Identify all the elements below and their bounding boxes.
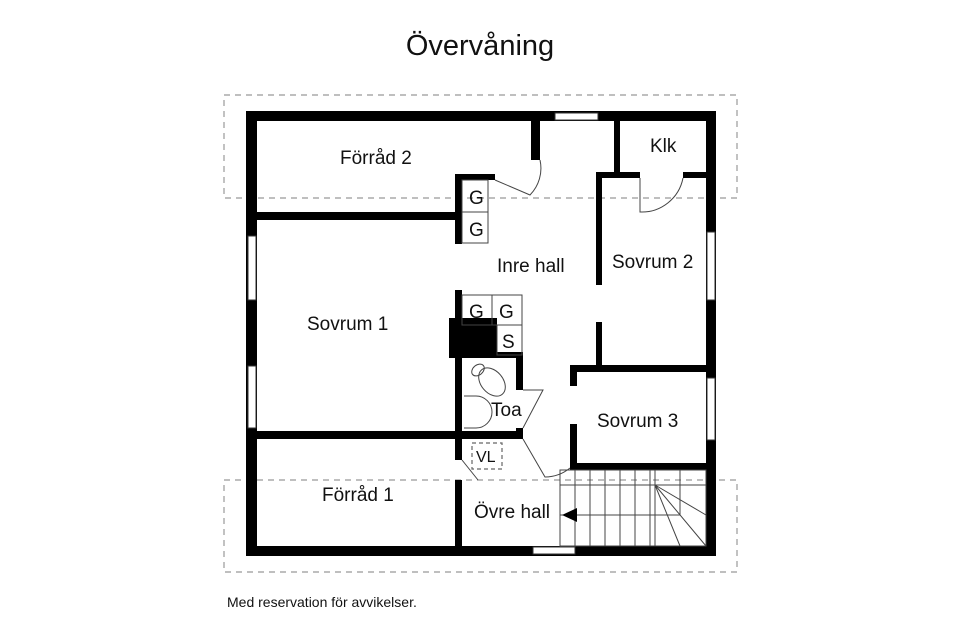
staircase bbox=[559, 469, 707, 547]
vl-label: VL bbox=[476, 449, 496, 466]
cabinet-g: G bbox=[469, 220, 484, 241]
cabinet-g: G bbox=[469, 188, 484, 209]
roof-outline-top bbox=[223, 94, 738, 199]
room-klk: Klk bbox=[650, 136, 677, 157]
room-sovrum-3: Sovrum 3 bbox=[597, 411, 678, 432]
room-inre-hall: Inre hall bbox=[497, 256, 565, 277]
cabinet-g: G bbox=[469, 302, 484, 323]
plan-title: Övervåning bbox=[405, 30, 555, 62]
room-toa: Toa bbox=[491, 400, 522, 421]
room-sovrum-1: Sovrum 1 bbox=[307, 314, 388, 335]
roof-outline-bottom bbox=[223, 479, 738, 573]
sink-icon bbox=[464, 395, 493, 429]
stair-arrow-icon bbox=[562, 508, 577, 522]
cabinets: G G G G S bbox=[461, 179, 523, 356]
windows bbox=[247, 112, 716, 555]
room-sovrum-2: Sovrum 2 bbox=[612, 252, 693, 273]
disclaimer-note: Med reservation för avvikelser. bbox=[227, 594, 417, 610]
room-forrad-1: Förråd 1 bbox=[322, 485, 394, 506]
vl-outline bbox=[471, 442, 503, 470]
room-ovre-hall: Övre hall bbox=[474, 502, 550, 523]
cabinet-s: S bbox=[502, 332, 515, 353]
cabinet-g: G bbox=[499, 302, 514, 323]
toilet-icon bbox=[471, 363, 506, 397]
room-forrad-2: Förråd 2 bbox=[340, 148, 412, 169]
doors bbox=[461, 159, 684, 481]
